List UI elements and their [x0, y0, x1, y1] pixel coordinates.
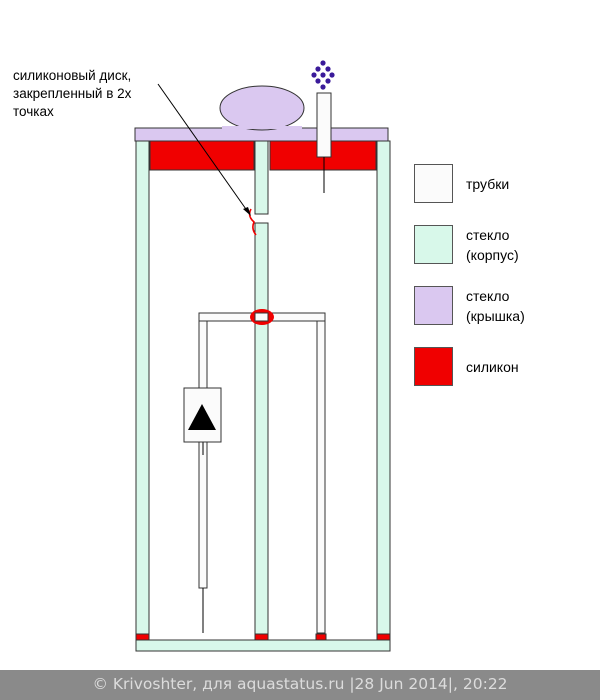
tube-right: [316, 312, 326, 634]
callout-arrowhead: [243, 207, 251, 216]
legend-item-silicone: силикон: [414, 347, 594, 389]
silicone-foot-4: [376, 633, 391, 641]
watermark-footer: © Krivoshter, для aquastatus.ru |28 Jun …: [0, 670, 600, 700]
legend-label-line: (корпус): [466, 247, 519, 263]
silicone-foot-3: [315, 633, 327, 641]
glass-partition-bottom: [254, 222, 269, 642]
air-tube: [316, 92, 332, 158]
triangle-up-icon: [188, 404, 216, 430]
legend-swatch: [414, 286, 453, 325]
legend-label: стекло (крышка): [466, 286, 525, 326]
legend-swatch: [414, 164, 453, 203]
callout-line: точках: [13, 104, 54, 119]
legend-item-tubes: трубки: [414, 164, 594, 206]
glass-partition-top: [254, 140, 269, 215]
silicone-disk-callout: силиконовый диск, закрепленный в 2х точк…: [13, 67, 131, 121]
legend-swatch: [414, 225, 453, 264]
legend-label: силикон: [466, 357, 519, 377]
legend-item-glass-lid: стекло (крышка): [414, 286, 594, 328]
callout-line: силиконовый диск,: [13, 68, 132, 83]
callout-leader: [157, 83, 249, 213]
legend-label-line: стекло: [466, 288, 510, 304]
silicone-foot-2: [254, 633, 269, 641]
silicone-seal-left: [149, 140, 255, 171]
partition-pass-through: [254, 312, 269, 322]
silicone-foot-1: [135, 633, 150, 641]
legend-label-line: силикон: [466, 359, 519, 375]
legend-label: стекло (корпус): [466, 225, 519, 265]
legend-label-line: трубки: [466, 176, 510, 192]
legend-item-glass-body: стекло (корпус): [414, 225, 594, 267]
callout-line: закрепленный в 2х: [13, 86, 132, 101]
legend-label-line: (крышка): [466, 308, 525, 324]
bubbles-icon: [311, 60, 335, 90]
legend-label: трубки: [466, 174, 509, 194]
lid-dome-base: [222, 126, 302, 129]
legend-swatch: [414, 347, 453, 386]
glass-wall-right: [376, 140, 391, 642]
legend-label-line: стекло: [466, 227, 510, 243]
glass-wall-left: [135, 140, 150, 642]
glass-bottom: [135, 639, 391, 652]
lid-dome: [219, 85, 305, 131]
